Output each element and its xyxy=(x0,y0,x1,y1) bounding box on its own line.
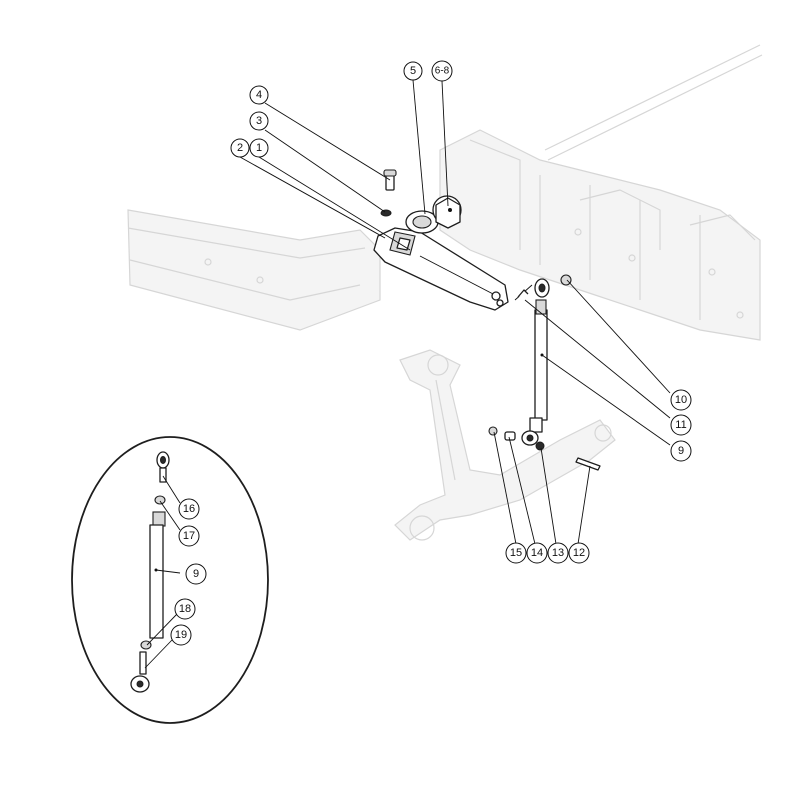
svg-text:17: 17 xyxy=(183,530,195,542)
svg-text:4: 4 xyxy=(256,89,262,101)
svg-text:2: 2 xyxy=(237,142,243,154)
svg-text:1: 1 xyxy=(256,142,262,154)
svg-text:15: 15 xyxy=(510,547,522,559)
svg-text:3: 3 xyxy=(256,115,262,127)
bolt-and-washer xyxy=(380,169,397,217)
callout-1: 1 xyxy=(249,138,269,158)
svg-text:14: 14 xyxy=(531,547,543,559)
callout-4: 4 xyxy=(249,85,269,105)
callout-9-inset: 9 xyxy=(185,563,207,585)
svg-text:18: 18 xyxy=(179,603,191,615)
svg-text:9: 9 xyxy=(193,568,199,580)
svg-text:9: 9 xyxy=(678,445,684,457)
callout-17: 17 xyxy=(178,525,200,547)
strut-main xyxy=(488,274,601,471)
callout-14: 14 xyxy=(526,542,548,564)
callout-3: 3 xyxy=(249,111,269,131)
callout-10: 10 xyxy=(670,389,692,411)
washer-3 xyxy=(380,209,392,217)
svg-text:19: 19 xyxy=(175,629,187,641)
svg-text:12: 12 xyxy=(573,547,585,559)
callout-18: 18 xyxy=(174,598,196,620)
inset-detail xyxy=(71,436,269,724)
svg-text:11: 11 xyxy=(675,419,686,431)
svg-text:5: 5 xyxy=(410,65,416,77)
leader-lines xyxy=(144,79,671,669)
callout-9-main: 9 xyxy=(670,440,692,462)
strut-9 xyxy=(534,309,548,421)
ghost-frame xyxy=(127,44,763,541)
svg-text:16: 16 xyxy=(183,503,195,515)
bushing-assembly xyxy=(405,195,462,234)
callout-13: 13 xyxy=(547,542,569,564)
callout-16: 16 xyxy=(178,498,200,520)
callout-11: 11 xyxy=(670,414,692,436)
callouts: 1 2 3 4 5 6-8 10 11 xyxy=(170,60,692,646)
callout-19: 19 xyxy=(170,624,192,646)
svg-text:13: 13 xyxy=(552,547,564,559)
callout-6-8: 6-8 xyxy=(431,60,453,82)
callout-2: 2 xyxy=(230,138,250,158)
svg-text:10: 10 xyxy=(675,394,687,406)
callout-12: 12 xyxy=(568,542,590,564)
callout-15: 15 xyxy=(505,542,527,564)
callout-5: 5 xyxy=(403,61,423,81)
svg-text:6-8: 6-8 xyxy=(435,66,450,77)
inset-ellipse xyxy=(71,436,269,724)
